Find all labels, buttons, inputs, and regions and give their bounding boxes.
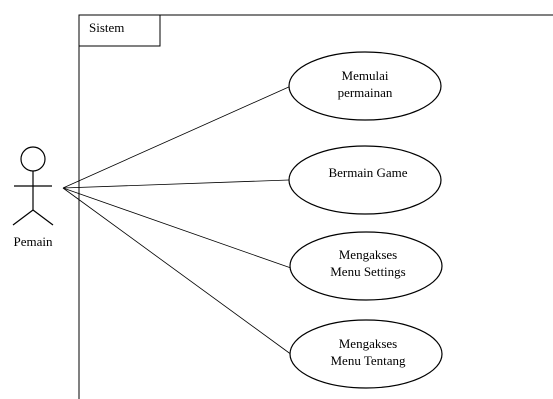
use-case-label: Mengakses: [339, 247, 398, 262]
actor-label: Pemain: [14, 234, 53, 249]
use-case-ellipse: [289, 319, 443, 389]
use-case-label: Bermain Game: [328, 165, 407, 180]
association-line-menu-tentang: [62, 187, 293, 356]
system-label: Sistem: [89, 20, 124, 35]
use-case-ellipse: [289, 231, 443, 301]
use-case-menu-settings: Mengakses Menu Settings: [289, 231, 443, 301]
association-line-memulai-permainan: [62, 85, 292, 189]
actor-head: [20, 146, 46, 172]
use-case-bermain-game: Bermain Game: [288, 145, 442, 215]
system-boundary: Sistem: [78, 14, 553, 399]
use-case-label: Mengakses: [339, 336, 398, 351]
use-case-memulai-permainan: Memulai permainan: [288, 51, 442, 121]
actor-pemain: Pemain: [12, 146, 54, 249]
use-case-label: permainan: [338, 85, 393, 100]
use-case-label: Menu Tentang: [330, 353, 406, 368]
association-line-bermain-game: [62, 179, 290, 189]
associations: [62, 85, 293, 356]
actor-right-leg: [32, 209, 54, 226]
association-line-menu-settings: [62, 187, 292, 269]
use-case-label: Memulai: [342, 68, 389, 83]
use-case-menu-tentang: Mengakses Menu Tentang: [289, 319, 443, 389]
use-case-ellipse: [288, 51, 442, 121]
use-case-ellipse: [288, 145, 442, 215]
system-label-box: [78, 14, 161, 47]
actor-left-leg: [12, 209, 34, 226]
use-case-label: Menu Settings: [330, 264, 405, 279]
